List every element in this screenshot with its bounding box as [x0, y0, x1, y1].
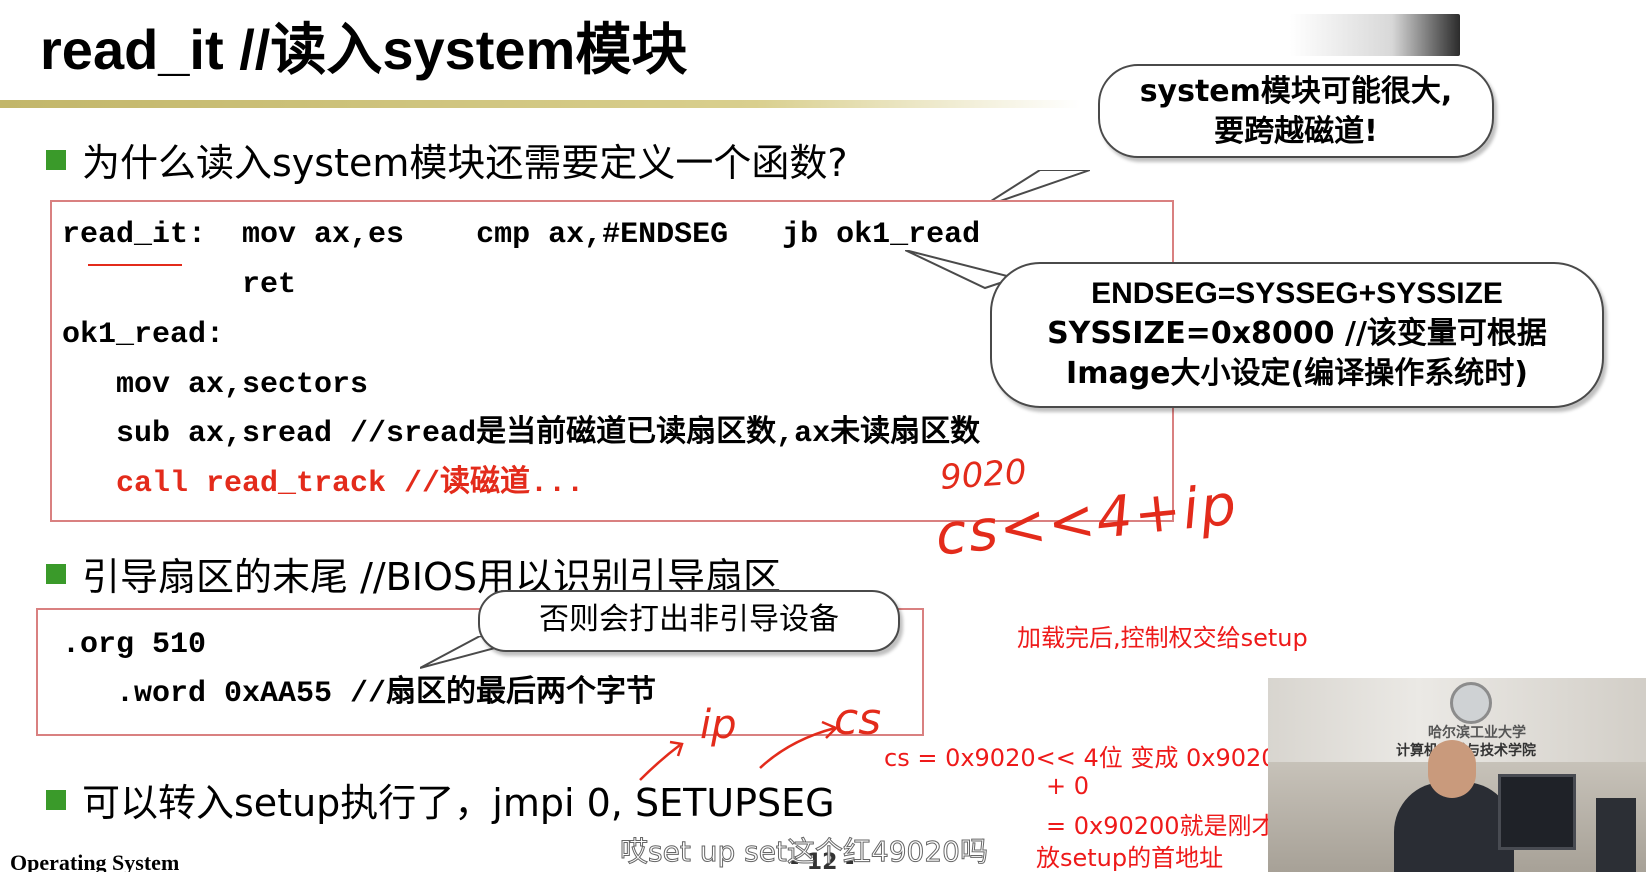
- university-emblem-icon: [1450, 682, 1492, 724]
- bullet-jump-setup: 可以转入setup执行了，jmpi 0, SETUPSEG: [46, 772, 835, 827]
- handwritten-cs: cs: [834, 694, 882, 745]
- callout-endseg-line2: SYSSIZE=0x8000 //该变量可根据: [1047, 316, 1547, 351]
- code-line-4: mov ax,sectors: [62, 368, 369, 402]
- handwritten-ip: ip: [700, 702, 737, 748]
- code-line-5: sub ax,sread //sread是当前磁道已读扇区数,ax未读扇区数: [62, 417, 981, 451]
- footer-course-name: Operating System: [10, 850, 180, 872]
- red-note-calc-4: 放setup的首地址: [1036, 844, 1224, 872]
- red-note-handoff: 加载完后,控制权交给setup: [1017, 624, 1308, 652]
- page-number: - 12 -: [790, 850, 855, 872]
- code-line-1: read_it: mov ax,es cmp ax,#ENDSEG jb ok1…: [62, 218, 981, 252]
- code-line-call-read-track: call read_track //读磁道...: [62, 467, 585, 501]
- bullet-square-icon: [46, 789, 66, 810]
- bullet-square-icon: [46, 563, 66, 584]
- callout-system-line2: 要跨越磁道!: [1214, 114, 1378, 149]
- red-note-calc-3: = 0x90200就是刚才: [1046, 812, 1276, 840]
- code-line-3: ok1_read:: [62, 318, 225, 352]
- corner-shade: [1290, 14, 1460, 56]
- code-org-line-1: .org 510: [62, 628, 207, 662]
- title-rule: [0, 100, 1080, 108]
- callout-system-pointer: [980, 170, 1090, 209]
- lecturer-video[interactable]: 哈尔滨工业大学 计算机科学与技术学院: [1268, 678, 1646, 872]
- code-line-2: ret: [62, 268, 297, 302]
- callout-endseg-line1: ENDSEG=SYSSEG+SYSSIZE: [1091, 277, 1503, 310]
- slide-title: read_it //读入system模块: [40, 18, 688, 81]
- video-subtitle: 哎set up set这个红49020吗: [620, 835, 989, 869]
- code-org-line-2: .word 0xAA55 //扇区的最后两个字节: [62, 677, 657, 711]
- read-it-underline: [88, 264, 182, 266]
- red-note-calc-2: + 0: [1046, 772, 1090, 800]
- monitor-icon: [1498, 774, 1576, 850]
- bullet-text: 为什么读入system模块还需要定义一个函数?: [82, 141, 848, 185]
- office-chair: [1596, 798, 1636, 872]
- bullet-square-icon: [46, 149, 66, 170]
- bullet-text: 可以转入setup执行了，jmpi 0, SETUPSEG: [82, 781, 835, 825]
- callout-system-big: system模块可能很大, 要跨越磁道!: [1098, 64, 1494, 158]
- handwritten-arrows: [639, 720, 839, 781]
- red-note-calc-1: cs = 0x9020<< 4位 变成 0x90200: [884, 744, 1292, 772]
- callout-non-boot-device: 否则会打出非引导设备: [478, 590, 900, 652]
- callout-system-line1: system模块可能很大,: [1139, 74, 1453, 109]
- lecturer-head: [1428, 740, 1476, 798]
- handwritten-9020: 9020: [938, 452, 1028, 498]
- video-wall-text-university: 哈尔滨工业大学: [1428, 725, 1526, 741]
- callout-endseg-line3: Image大小设定(编译操作系统时): [1066, 356, 1528, 391]
- bullet-why-function: 为什么读入system模块还需要定义一个函数?: [46, 132, 848, 187]
- callout-endseg: ENDSEG=SYSSEG+SYSSIZE SYSSIZE=0x8000 //该…: [990, 262, 1604, 408]
